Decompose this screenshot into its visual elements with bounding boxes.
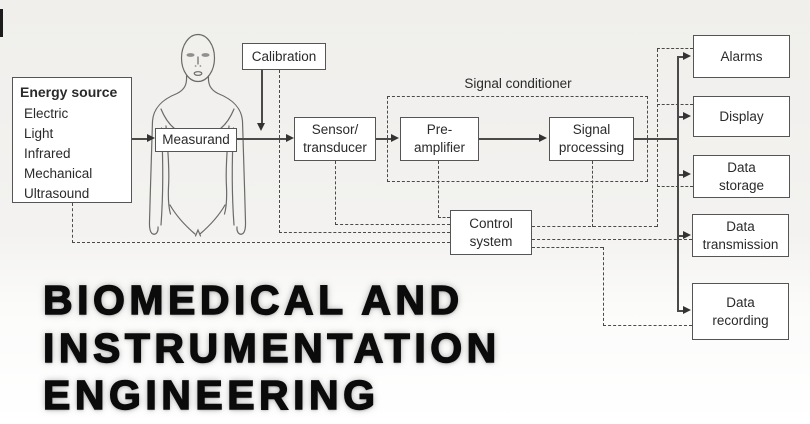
data-recording-box: Data recording	[692, 283, 789, 340]
energy-source-item-infrared: Infrared	[24, 146, 71, 162]
control-to-recording-hline1	[532, 247, 603, 248]
data-transmission-box: Data transmission	[692, 214, 789, 257]
signal-processing-box: Signal processing	[549, 117, 634, 161]
preamp-feedback-vline	[438, 161, 439, 218]
calibration-arrowhead	[257, 123, 265, 131]
alarms-feedback-stub	[657, 48, 693, 49]
energy-feedback-vline	[72, 203, 73, 243]
screen-edge-artifact	[0, 9, 3, 37]
calibration-feedback-hline	[279, 232, 450, 233]
display-feedback-stub	[657, 104, 693, 105]
calibration-box: Calibration	[242, 43, 326, 70]
preamp-to-processing-line	[479, 138, 540, 140]
processing-feedback-vline	[592, 161, 593, 227]
slide-title-line3: ENGINEERING	[42, 371, 380, 418]
energy-source-item-electric: Electric	[24, 106, 69, 122]
signal-conditioner-label: Signal conditioner	[464, 76, 572, 91]
sensor-to-preamp-arrowhead	[391, 134, 399, 142]
sensor-feedback-hline	[335, 224, 450, 225]
control-to-transmission-line	[532, 239, 692, 240]
sensor-transducer-box: Sensor/ transducer	[294, 117, 376, 161]
data-storage-box: Data storage	[693, 155, 790, 198]
preamplifier-box: Pre- amplifier	[400, 117, 479, 161]
alarms-arrowhead	[683, 52, 691, 60]
display-box: Display	[693, 96, 790, 137]
preamp-to-processing-arrowhead	[539, 134, 547, 142]
energy-source-box: Energy source Electric Light Infrared Me…	[12, 77, 132, 203]
sensor-to-preamp-line	[376, 138, 392, 140]
control-to-outputs-hline	[532, 226, 657, 227]
data-storage-arrowhead	[683, 170, 691, 178]
control-system-box: Control system	[450, 210, 532, 255]
data-storage-branch-line	[677, 174, 685, 176]
display-arrowhead	[683, 112, 691, 120]
energy-source-item-ultrasound: Ultrasound	[24, 186, 90, 202]
control-to-recording-vline	[603, 247, 604, 326]
energy-source-item-mechanical: Mechanical	[24, 166, 93, 182]
control-to-recording-hline2	[603, 325, 692, 326]
measurand-to-sensor-line	[237, 138, 287, 140]
processing-to-bus-line	[634, 138, 679, 140]
display-branch-line	[677, 116, 685, 118]
energy-to-measurand-line	[132, 138, 150, 140]
data-transmission-branch-line	[677, 235, 685, 237]
energy-to-measurand-arrowhead	[147, 134, 155, 142]
measurand-box: Measurand	[155, 128, 237, 152]
calibration-feedback-vline	[279, 70, 280, 233]
data-recording-arrowhead	[683, 306, 691, 314]
slide-title-line1: BIOMEDICAL AND	[42, 276, 464, 323]
preamp-feedback-jog	[438, 217, 450, 218]
data-recording-branch-line	[677, 310, 685, 312]
sensor-feedback-vline	[335, 161, 336, 225]
alarms-box: Alarms	[693, 35, 790, 78]
measurand-to-sensor-arrowhead	[286, 134, 294, 142]
feedback-bus-vline	[657, 49, 658, 227]
calibration-arrow-line	[261, 70, 263, 123]
energy-source-header: Energy source	[20, 84, 118, 100]
energy-source-item-light: Light	[24, 126, 54, 142]
output-bus-line	[677, 57, 679, 312]
slide-title-line2: INSTRUMENTATION	[42, 324, 501, 371]
data-transmission-arrowhead	[683, 231, 691, 239]
alarms-branch-line	[677, 56, 685, 58]
slide-title: BIOMEDICAL AND INSTRUMENTATION ENGINEERI…	[42, 276, 501, 420]
energy-feedback-hline	[72, 242, 450, 243]
data-storage-feedback-stub	[657, 186, 693, 187]
